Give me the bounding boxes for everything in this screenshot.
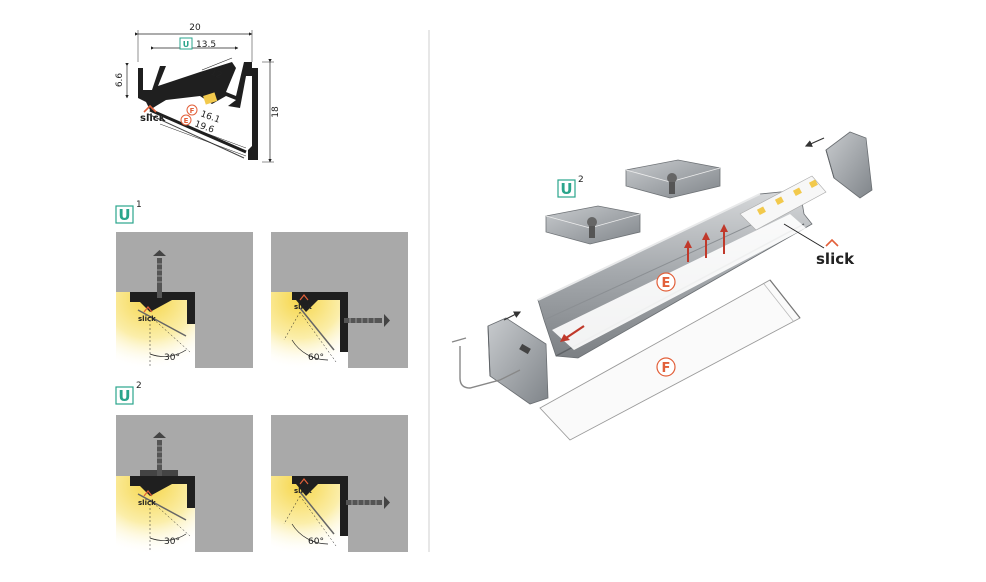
end-cap-right: [825, 131, 873, 199]
cap-arrow-left-icon: [503, 311, 522, 321]
mounting-clip-left: [545, 205, 641, 245]
brand-logo-1b: slick: [294, 303, 312, 311]
panel-2b-wall-mount-clip: slick 60°: [271, 415, 408, 552]
dim-badge-f: F: [190, 107, 195, 115]
profile-cross-section: 20 U 13.5 6.6 18 12 F 16.1 E 19.6 slick: [115, 23, 281, 163]
dim-led-width: 12: [209, 68, 224, 82]
panel-2a-ceiling-mount-clip: slick 30°: [116, 415, 253, 552]
angle-1a: 30°: [164, 353, 180, 363]
mount-option-1-sup: 1: [136, 200, 142, 210]
brand-logo-1a: slick: [138, 315, 156, 323]
dim-inner-width: 13.5: [196, 40, 216, 50]
exploded-mount-sup: 2: [578, 175, 584, 185]
mounting-clip-right: [625, 159, 721, 199]
brand-logo-2a: slick: [138, 499, 156, 507]
angle-2b: 60°: [308, 537, 324, 547]
mount-option-1-badge: U 1: [115, 200, 142, 224]
dim-badge-frame: [179, 37, 193, 50]
dim-badge-letter: U: [183, 40, 190, 49]
mount-option-2-letter: U: [118, 387, 130, 405]
dim-width: 20: [189, 23, 201, 33]
screw-icon: [344, 314, 390, 327]
mount-option-2-sup: 2: [136, 381, 142, 391]
brand-logo-small: slick: [140, 113, 166, 124]
dim-height: 18: [271, 106, 281, 118]
panel-1a-ceiling-mount: slick 30°: [116, 232, 253, 368]
aluminium-profile: [537, 175, 827, 359]
mount-option-2-badge: U 2: [115, 381, 142, 405]
screw-icon: [153, 250, 166, 298]
diffuser-f-letter: F: [662, 361, 671, 376]
panel-1b-wall-mount: slick 60°: [271, 232, 408, 368]
dim-height-small: 6.6: [115, 73, 125, 88]
insert-left-arrow-icon: [565, 325, 585, 339]
end-cap-left: [487, 317, 549, 405]
insert-arrow-icon: [684, 224, 728, 262]
screw-icon: [153, 432, 166, 476]
brand-logo-2b: slick: [294, 487, 312, 495]
angle-1b: 60°: [308, 353, 324, 363]
brand-logo-large: slick: [816, 250, 855, 268]
exploded-assembly: U 2: [451, 131, 873, 441]
angle-2a: 30°: [164, 537, 180, 547]
mount-option-1-letter: U: [118, 206, 130, 224]
power-cable: [459, 346, 521, 389]
cap-arrow-icon: [804, 137, 825, 147]
dim-badge-e: E: [184, 117, 189, 125]
diffuser-e-letter: E: [662, 276, 671, 291]
exploded-mount-letter: U: [560, 180, 572, 198]
screw-icon: [346, 496, 390, 509]
